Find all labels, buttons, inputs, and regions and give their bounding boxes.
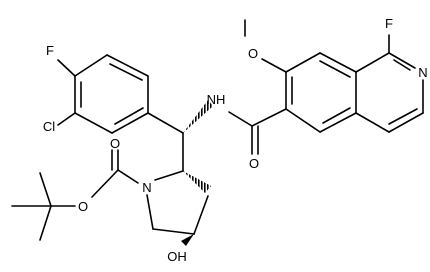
bond [388, 108, 418, 125]
atom-nh: NH [207, 92, 226, 107]
atom-o-ester: O [78, 199, 88, 214]
bond [154, 170, 184, 181]
bond [319, 60, 351, 78]
bond [261, 58, 287, 73]
stereo-bonds [181, 100, 213, 246]
bond [117, 169, 139, 184]
atom-o-amide: O [249, 156, 259, 171]
bond [109, 63, 143, 81]
atom-n-isoquinoline: N [418, 65, 427, 80]
hashed-wedge-bond [183, 171, 211, 193]
hashed-wedge-bond [183, 100, 213, 133]
bond [57, 112, 76, 126]
bond [388, 52, 416, 69]
atom-cl: Cl [43, 119, 55, 134]
bond [152, 228, 195, 235]
bond [193, 195, 209, 235]
bond [393, 59, 411, 71]
bond [106, 54, 149, 77]
bond [74, 112, 113, 134]
bond [57, 59, 76, 77]
atom-o-methoxy: O [248, 46, 258, 61]
bond [355, 52, 390, 73]
bond [146, 194, 154, 230]
bond [114, 107, 144, 125]
atom-oh: OH [167, 249, 187, 264]
atom-o-carbonyl: O [110, 136, 120, 151]
bond [251, 108, 287, 127]
bond [228, 111, 253, 127]
bonds [11, 19, 424, 241]
atom-n-pyrrolidine: N [142, 180, 151, 195]
bond [74, 54, 108, 77]
bond [322, 107, 351, 124]
bond [319, 112, 357, 133]
bond [147, 112, 184, 134]
bond [388, 112, 424, 133]
bond [355, 112, 390, 133]
atom-f-phenyl: F [46, 43, 54, 58]
bond [319, 52, 357, 73]
bond [285, 108, 321, 133]
bond [91, 169, 119, 198]
atom-f-isoquinoline: F [385, 16, 393, 31]
wedge-bond [181, 234, 194, 246]
atom-labels: F Cl NH O F N O N O O OH [43, 16, 428, 264]
bond [39, 172, 52, 207]
bond [39, 205, 52, 241]
bond [111, 112, 149, 134]
bond [285, 52, 321, 73]
